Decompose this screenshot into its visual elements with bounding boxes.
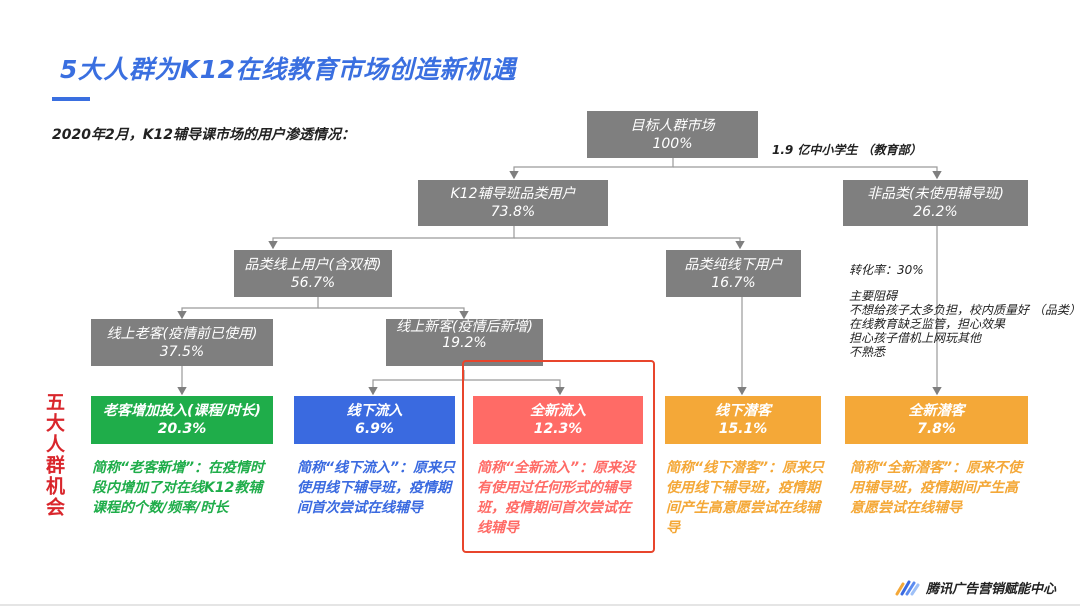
node-label: 品类纯线下用户 (684, 256, 783, 273)
node-offline-users: 品类纯线下用户 16.7% (666, 250, 801, 297)
brand-logo-icon (895, 580, 920, 595)
opportunity-label: 老客增加投入(课程/时长) (103, 403, 261, 419)
node-label: 品类线上用户(含双栖) (244, 256, 382, 273)
highlight-frame (462, 360, 655, 553)
node-pct: 19.2% (442, 335, 487, 351)
footer-brand: 腾讯广告营销赋能中心 (894, 578, 1056, 597)
opportunity-label: 线下潜客 (715, 403, 771, 419)
opportunity-pct: 6.9% (355, 421, 394, 437)
opportunity-new-inflow: 全新流入 12.3% (473, 396, 643, 444)
node-non-category: 非品类(未使用辅导班) 26.2% (843, 180, 1028, 226)
node-label: 非品类(未使用辅导班) (867, 186, 1004, 202)
node-online-old: 线上老客(疫情前已使用) 37.5% (91, 319, 273, 366)
node-label: 线上新客(疫情后新增) (396, 319, 533, 335)
opportunity-pct: 15.1% (718, 421, 768, 437)
opportunity-pct: 12.3% (533, 421, 583, 437)
node-online-new: 线上新客(疫情后新增) 19.2% (386, 319, 543, 366)
barrier-title: 主要阻碍 (849, 289, 898, 303)
opportunity-desc: 简称“全新潜客”：原来不使用辅导班，疫情期间产生高意愿尝试在线辅导 (850, 460, 1023, 516)
page-title: 5大人群为K12在线教育市场创造新机遇 (60, 55, 517, 84)
opportunities-label: 五大人群机会 (43, 392, 65, 518)
opportunity-offline-potential: 线下潜客 15.1% (665, 396, 821, 444)
barrier-item: 不熟悉 (849, 345, 886, 359)
node-online-users: 品类线上用户(含双栖) 56.7% (234, 250, 392, 297)
node-pct: 56.7% (290, 274, 336, 291)
barrier-item: 不想给孩子太多负担，校内质量好 （品类） (849, 303, 1080, 317)
opportunity-label: 全新潜客 (908, 403, 965, 419)
barrier-item: 担心孩子借机上网玩其他 (849, 331, 982, 345)
side-note: 转化率：30% 主要阻碍 不想给孩子太多负担，校内质量好 （品类） 在线教育缺乏… (849, 263, 1080, 359)
node-label: 线上老客(疫情前已使用) (106, 325, 258, 342)
root-note: 1.9 亿中小学生 （教育部） (772, 143, 922, 157)
conversion-rate: 转化率：30% (849, 263, 924, 277)
title-underline (52, 97, 90, 101)
brand-name: 腾讯广告营销赋能中心 (926, 582, 1057, 597)
opportunity-pct: 7.8% (917, 421, 956, 437)
opportunity-desc: 简称“全新流入”：原来没有使用过任何形式的辅导班，疫情期间首次尝试在线辅导 (477, 460, 636, 536)
opportunity-new-potential: 全新潜客 7.8% (845, 396, 1028, 444)
opportunity-desc: 简称“线下潜客”：原来只使用线下辅导班，疫情期间产生高意愿尝试在线辅导 (666, 460, 825, 536)
node-pct: 100% (652, 135, 693, 152)
node-pct: 26.2% (913, 204, 958, 220)
node-label: 目标人群市场 (630, 117, 715, 134)
node-pct: 73.8% (490, 204, 536, 220)
node-label: K12辅导班品类用户 (450, 186, 576, 202)
opportunity-desc: 简称“老客新增”：在疫情时段内增加了对在线K12教辅课程的个数/频率/时长 (92, 460, 265, 516)
subtitle: 2020年2月，K12辅导课市场的用户渗透情况： (52, 127, 356, 143)
opportunity-label: 线下流入 (346, 403, 403, 419)
opportunity-pct: 20.3% (157, 421, 207, 437)
opportunity-offline-inflow: 线下流入 6.9% (294, 396, 455, 444)
opportunity-old-customer: 老客增加投入(课程/时长) 20.3% (91, 396, 273, 444)
footer-divider (0, 604, 1080, 606)
barrier-item: 在线教育缺乏监管，担心效果 (849, 317, 1006, 331)
node-pct: 16.7% (711, 274, 756, 291)
node-category-users: K12辅导班品类用户 73.8% (418, 180, 608, 226)
opportunity-label: 全新流入 (530, 403, 586, 419)
node-pct: 37.5% (159, 343, 205, 360)
opportunity-desc: 简称“线下流入”：原来只使用线下辅导班，疫情期间首次尝试在线辅导 (297, 460, 456, 516)
node-root: 目标人群市场 100% (587, 111, 758, 158)
